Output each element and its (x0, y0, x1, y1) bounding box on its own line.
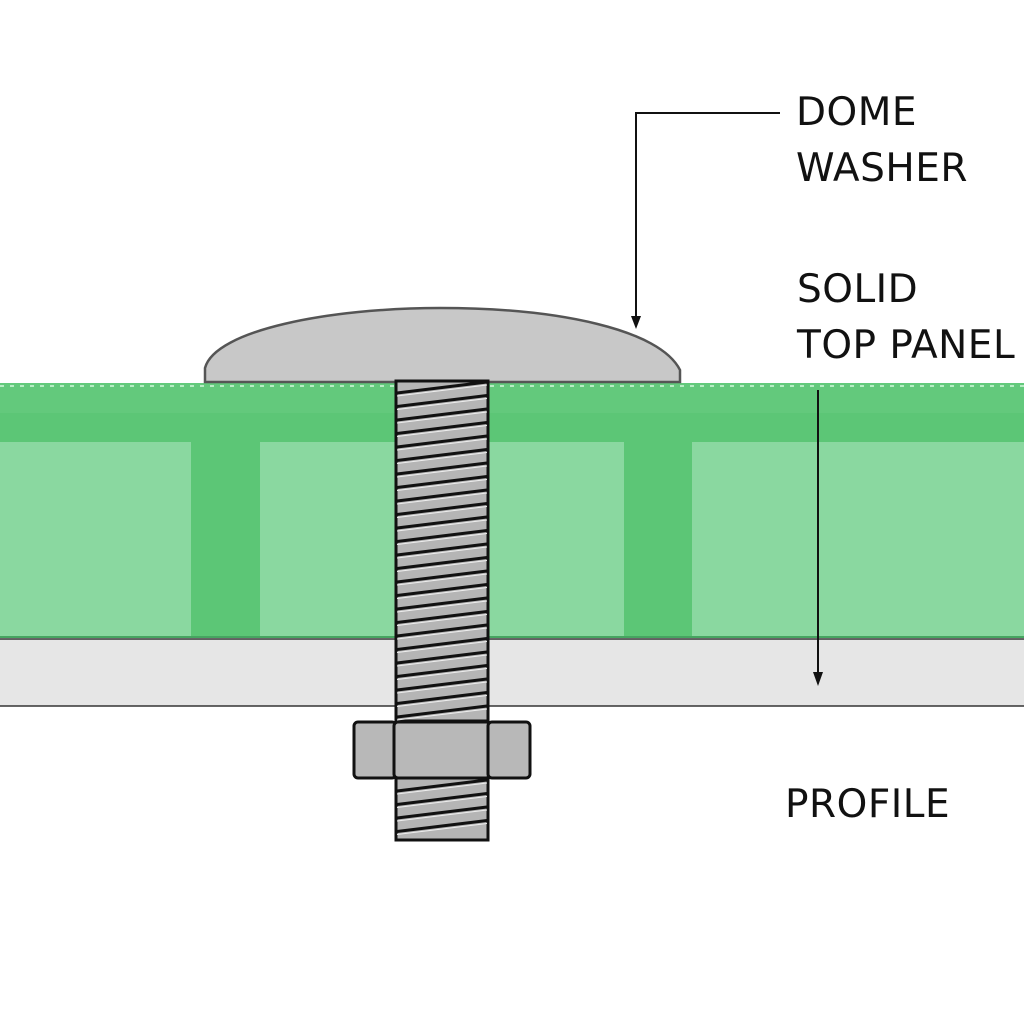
thread-highlight (396, 627, 488, 640)
thread-line (396, 488, 488, 503)
solid-top-panel-label-line2: TOP PANEL (797, 323, 1016, 368)
dome-washer-label: DOME WASHER (796, 85, 968, 197)
thread-highlight (396, 614, 488, 626)
thread-highlight (396, 600, 488, 613)
thread-highlight (396, 782, 488, 795)
thread-highlight (396, 695, 488, 707)
thread-line (396, 650, 488, 665)
thread-highlight (396, 809, 488, 822)
thread-highlight (396, 641, 488, 653)
thread-highlight (396, 452, 488, 464)
thread-line (396, 819, 488, 833)
thread-line (396, 610, 488, 624)
thread-line (396, 792, 488, 806)
dome-washer (203, 306, 682, 384)
thread-line (396, 461, 488, 476)
thread-highlight (396, 506, 488, 518)
thread-line (396, 556, 488, 570)
dome-washer-label-line2: WASHER (796, 146, 968, 191)
thread-highlight (396, 708, 488, 721)
thread-highlight (396, 654, 488, 667)
profile (0, 638, 1024, 707)
thread-highlight (396, 796, 488, 808)
thread-line (396, 704, 488, 719)
thread-highlight (396, 479, 488, 491)
thread-line (396, 380, 488, 395)
thread-line (396, 569, 488, 584)
thread-line (396, 502, 488, 516)
thread-line (396, 805, 488, 820)
thread-highlight (396, 492, 488, 505)
thread-highlight (396, 425, 488, 437)
thread-line (396, 475, 488, 489)
bolt-shank (394, 379, 490, 842)
thread-line (396, 407, 488, 422)
thread-highlight (396, 533, 488, 545)
thread-highlight (396, 546, 488, 559)
thread-highlight (396, 398, 488, 410)
thread-line (396, 778, 488, 793)
thread-highlight (396, 668, 488, 680)
thread-line (396, 691, 488, 705)
thread-highlight (396, 560, 488, 572)
thread-highlight (396, 465, 488, 478)
dome-washer-label-line1: DOME (796, 90, 918, 135)
thread-highlight (396, 823, 488, 835)
thread-line (396, 529, 488, 543)
thread-highlight (396, 438, 488, 451)
thread-line (396, 664, 488, 678)
thread-line (396, 583, 488, 597)
thread-highlight (396, 587, 488, 599)
solid-top-panel-label: SOLID TOP PANEL (797, 262, 1015, 374)
thread-line (396, 448, 488, 462)
solid-top-panel-label-line1: SOLID (797, 267, 919, 312)
profile-label: PROFILE (785, 782, 951, 827)
thread-line (396, 515, 488, 530)
thread-line (396, 434, 488, 449)
thread-highlight (396, 681, 488, 694)
hex-nut (352, 720, 532, 780)
thread-line (396, 596, 488, 611)
thread-line (396, 677, 488, 692)
thread-line (396, 394, 488, 408)
thread-line (396, 542, 488, 557)
thread-line (396, 623, 488, 638)
thread-line (396, 637, 488, 651)
solid-top-panel (0, 383, 1024, 638)
thread-highlight (396, 573, 488, 586)
panel-thickness-arrow (813, 390, 823, 686)
thread-highlight (396, 519, 488, 532)
thread-highlight (396, 384, 488, 397)
dome-washer-leader (631, 112, 780, 329)
thread-highlight (396, 411, 488, 424)
thread-line (396, 421, 488, 435)
